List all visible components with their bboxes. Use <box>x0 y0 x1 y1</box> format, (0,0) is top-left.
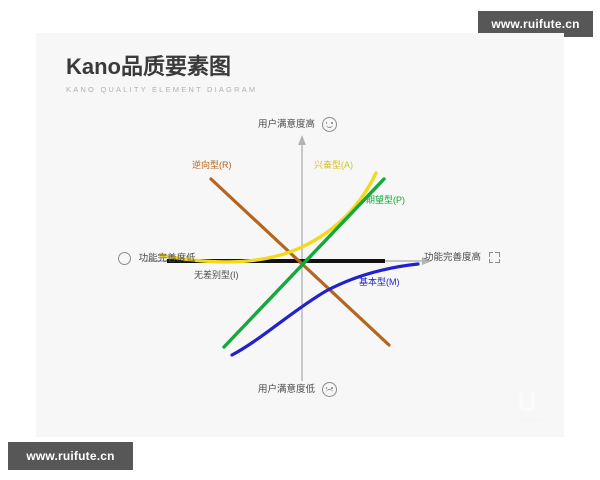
curve-label-basic: 基本型(M) <box>359 277 400 287</box>
curve-performance <box>222 177 386 349</box>
watermark-bottom-left: www.ruifute.cn <box>8 442 133 470</box>
y-axis <box>298 135 306 381</box>
axis-label-satisfaction-low-text: 用户满意度低 <box>258 384 316 396</box>
axis-label-satisfaction-high: 用户满意度高 <box>258 117 337 132</box>
brand-mark: U UI Design <box>511 389 542 423</box>
x-axis-arrow <box>422 257 432 265</box>
page-title: Kano品质要素图 <box>66 54 232 79</box>
title-block: Kano品质要素图 KANO QUALITY ELEMENT DIAGRAM <box>66 54 258 95</box>
axis-label-satisfaction-high-text: 用户满意度高 <box>258 119 316 131</box>
axis-label-function-high: 功能完善度高 <box>424 252 500 263</box>
page-subtitle: KANO QUALITY ELEMENT DIAGRAM <box>66 85 258 95</box>
kano-diagram-svg <box>144 135 432 381</box>
axis-label-function-low-text: 功能完善度低 <box>138 253 196 265</box>
brand-logo-text: UI Design <box>511 417 542 423</box>
frame-icon <box>488 252 500 263</box>
watermark-top-right: www.ruifute.cn <box>478 11 593 37</box>
curve-reverse <box>209 177 391 347</box>
kano-diagram: 用户满意度高 用户满意度低 功能完善度低 功能完善度高 逆向型(R) 兴奋型(A… <box>36 33 564 437</box>
axis-label-function-high-text: 功能完善度高 <box>424 252 482 264</box>
curve-attractive <box>158 171 378 264</box>
brand-logo-glyph: U <box>517 387 537 417</box>
slide-card: Kano品质要素图 KANO QUALITY ELEMENT DIAGRAM <box>36 33 564 437</box>
y-axis-arrow <box>298 135 306 145</box>
smiley-sad-icon <box>321 382 337 397</box>
curve-label-attractive: 兴奋型(A) <box>314 160 353 170</box>
curve-basic <box>230 262 420 357</box>
curve-label-indifferent: 无差别型(I) <box>194 270 239 280</box>
circle-icon <box>118 252 131 265</box>
axis-label-satisfaction-low: 用户满意度低 <box>258 382 337 397</box>
curve-label-reverse: 逆向型(R) <box>192 160 232 170</box>
axis-label-function-low: 功能完善度低 <box>118 252 196 265</box>
curve-label-performance: 期望型(P) <box>366 195 405 205</box>
smiley-happy-icon <box>321 117 337 132</box>
